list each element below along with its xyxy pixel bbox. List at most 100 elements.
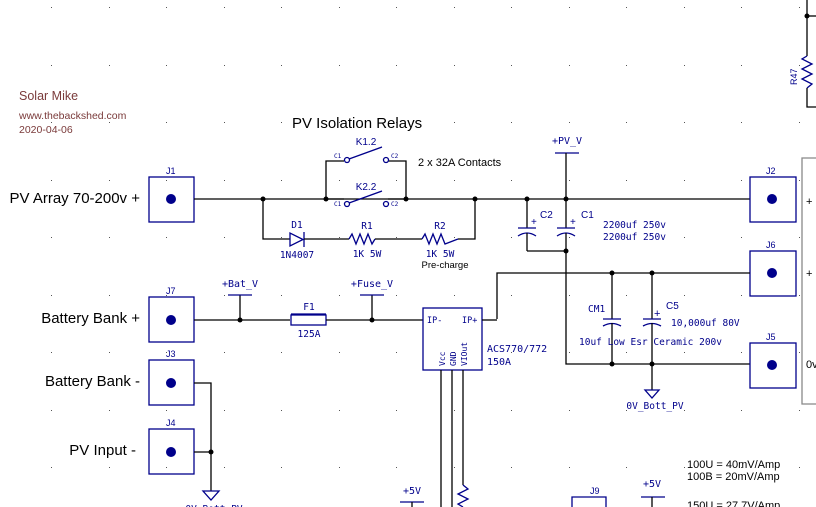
grid-dot xyxy=(799,237,800,238)
r1-value: 1K 5W xyxy=(353,249,382,260)
k2-ref: K2.2 xyxy=(356,182,377,193)
j6-pin xyxy=(767,268,777,278)
grid-dot xyxy=(281,65,282,66)
grid-dot xyxy=(396,122,397,123)
cm1-value: 10uf Low Esr Ceramic 200v xyxy=(579,337,722,348)
j5-ref: J5 xyxy=(766,332,776,342)
grid-dot xyxy=(684,65,685,66)
capacitor-c5: + C5 xyxy=(642,273,679,390)
k2-c2-label: C2 xyxy=(391,201,399,208)
grid-dot xyxy=(511,122,512,123)
grid-dot xyxy=(626,65,627,66)
connector-j7[interactable]: J7 xyxy=(148,286,195,343)
sensor-part: ACS770/772 xyxy=(487,344,547,355)
svg-text:+: + xyxy=(570,217,576,228)
wire xyxy=(458,199,476,240)
j5-pin xyxy=(767,360,777,370)
grid-dot xyxy=(569,65,570,66)
grid-dot xyxy=(166,237,167,238)
grid-dot xyxy=(684,180,685,181)
grid-dot xyxy=(109,410,110,411)
resistor-r2: R2 1K 5W Pre-charge xyxy=(421,221,469,271)
grid-dot xyxy=(569,467,570,468)
gnd-left-net-label: 0V_Bott_PV xyxy=(185,504,242,507)
j7-ref: J7 xyxy=(166,286,176,296)
grid-dot xyxy=(224,237,225,238)
k2-c1-label: C1 xyxy=(334,201,342,208)
connector-j9[interactable]: J9 xyxy=(571,486,607,507)
grid-dot xyxy=(799,180,800,181)
grid-dot xyxy=(339,295,340,296)
junction xyxy=(649,361,655,367)
module-pin-j5-label: 0v xyxy=(806,359,816,371)
grid-dot xyxy=(109,180,110,181)
grid-dot xyxy=(626,180,627,181)
grid-dot xyxy=(684,467,685,468)
grid-dot xyxy=(626,7,627,8)
grid-dot xyxy=(339,352,340,353)
grid-dot xyxy=(626,122,627,123)
note-line-2: 100B = 20mV/Amp xyxy=(687,471,780,483)
grid-dot xyxy=(51,180,52,181)
connector-j2[interactable]: J2 xyxy=(749,166,797,223)
c2-value: 2200uf 250v xyxy=(603,232,666,243)
grid-dot xyxy=(799,410,800,411)
grid-dot xyxy=(166,122,167,123)
vcc-left-net-label: +5V xyxy=(403,486,421,497)
grid-dot xyxy=(511,352,512,353)
module-outline xyxy=(801,157,816,405)
grid-dot xyxy=(339,467,340,468)
module-pin-j2-label: + xyxy=(806,196,812,208)
grid-dot xyxy=(281,295,282,296)
grid-dot xyxy=(109,295,110,296)
precharge-note: Pre-charge xyxy=(422,260,469,271)
grid-dot xyxy=(626,467,627,468)
author-label: Solar Mike xyxy=(19,89,78,103)
note-line-1: 100U = 40mV/Amp xyxy=(687,459,780,471)
grid-dot xyxy=(741,7,742,8)
j1-label: PV Array 70-200v + xyxy=(10,190,141,207)
grid-dot xyxy=(799,467,800,468)
j7-label: Battery Bank + xyxy=(41,310,140,327)
grid-dot xyxy=(511,180,512,181)
j1-ref: J1 xyxy=(166,166,176,176)
fuse-v-net-label: +Fuse_V xyxy=(351,279,393,290)
grid-dot xyxy=(741,295,742,296)
j7-pin xyxy=(166,315,176,325)
grid-dot xyxy=(684,237,685,238)
grid-dot xyxy=(224,7,225,8)
grid-dot xyxy=(511,65,512,66)
j2-body xyxy=(749,176,797,223)
connector-j4[interactable]: J4 xyxy=(148,418,195,475)
connector-j3[interactable]: J3 xyxy=(148,349,195,406)
grid-dot xyxy=(684,7,685,8)
module-pin-j6-label: + xyxy=(806,268,812,280)
grid-dot xyxy=(741,237,742,238)
sensor-pin-ipp: IP+ xyxy=(462,316,477,326)
connector-j6[interactable]: J6 xyxy=(749,240,797,297)
grid-dot xyxy=(51,352,52,353)
j6-ref: J6 xyxy=(766,240,776,250)
grid-dot xyxy=(281,467,282,468)
grid-dot xyxy=(454,65,455,66)
date-label: 2020-04-06 xyxy=(19,124,73,136)
sensor-pin-viout: VIOut xyxy=(460,342,469,366)
grid-dot xyxy=(166,467,167,468)
grid-dot xyxy=(511,295,512,296)
grid-dot xyxy=(396,295,397,296)
connector-j5[interactable]: J5 xyxy=(749,332,797,389)
grid-dot xyxy=(166,180,167,181)
c2-ref: C2 xyxy=(540,210,553,221)
grid-dot xyxy=(396,7,397,8)
grid-dot xyxy=(454,122,455,123)
fuse-f1: F1 125A xyxy=(290,302,327,340)
connector-j1[interactable]: J1 xyxy=(148,166,195,223)
cm1-ref: CM1 xyxy=(588,304,605,315)
j5-body xyxy=(749,342,797,389)
r2-ref: R2 xyxy=(434,221,445,232)
grid-dot xyxy=(51,467,52,468)
f1-value: 125A xyxy=(298,329,321,340)
grid-dot xyxy=(109,352,110,353)
grid-dot xyxy=(511,7,512,8)
